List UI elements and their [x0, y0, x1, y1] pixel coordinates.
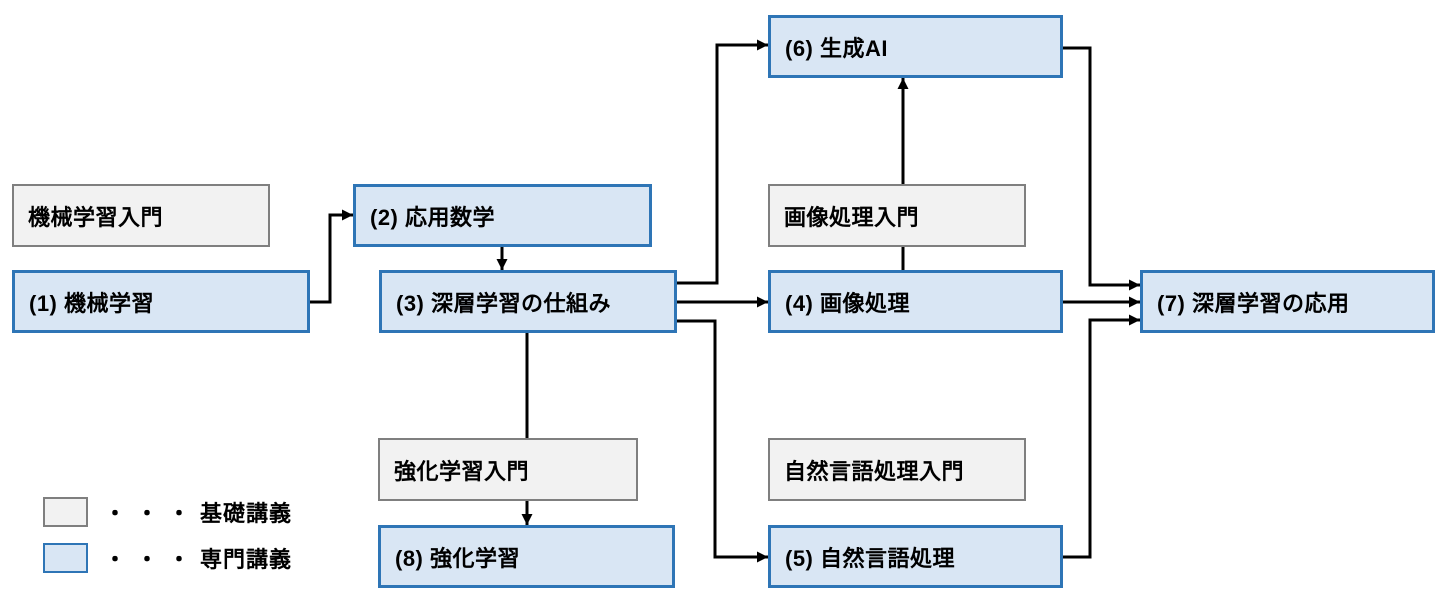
node-intro-nlp: 自然言語処理入門 [768, 438, 1026, 501]
legend-swatch-basic [43, 497, 88, 527]
legend-swatch-advanced [43, 543, 88, 573]
node-intro-image: 画像処理入門 [768, 184, 1026, 247]
legend-item-basic: ・・・ 基礎講義 [43, 497, 292, 527]
legend-dots: ・・・ [104, 547, 201, 572]
node-intro-rl: 強化学習入門 [378, 438, 638, 501]
node-course-5: (5) 自然言語処理 [768, 525, 1063, 588]
edge-course-5-to-course-7 [1063, 314, 1140, 559]
edge-course-3-to-course-6 [677, 39, 768, 285]
node-course-2: (2) 応用数学 [353, 184, 652, 247]
node-course-7: (7) 深層学習の応用 [1140, 270, 1435, 333]
node-course-3: (3) 深層学習の仕組み [379, 270, 677, 333]
node-course-4: (4) 画像処理 [768, 270, 1063, 333]
edge-course-6-to-course-7 [1063, 46, 1140, 291]
edge-course-1-to-course-2 [310, 209, 353, 304]
legend-label-advanced: 専門講義 [200, 547, 293, 572]
legend-label-basic: 基礎講義 [200, 501, 293, 526]
node-intro-ml: 機械学習入門 [12, 184, 270, 247]
legend-item-advanced: ・・・ 専門講義 [43, 543, 292, 573]
node-course-8: (8) 強化学習 [378, 525, 675, 588]
node-course-1: (1) 機械学習 [12, 270, 310, 333]
legend-dots: ・・・ [104, 501, 201, 526]
edge-course-3-to-course-5 [677, 319, 768, 563]
node-course-6: (6) 生成AI [768, 15, 1063, 78]
